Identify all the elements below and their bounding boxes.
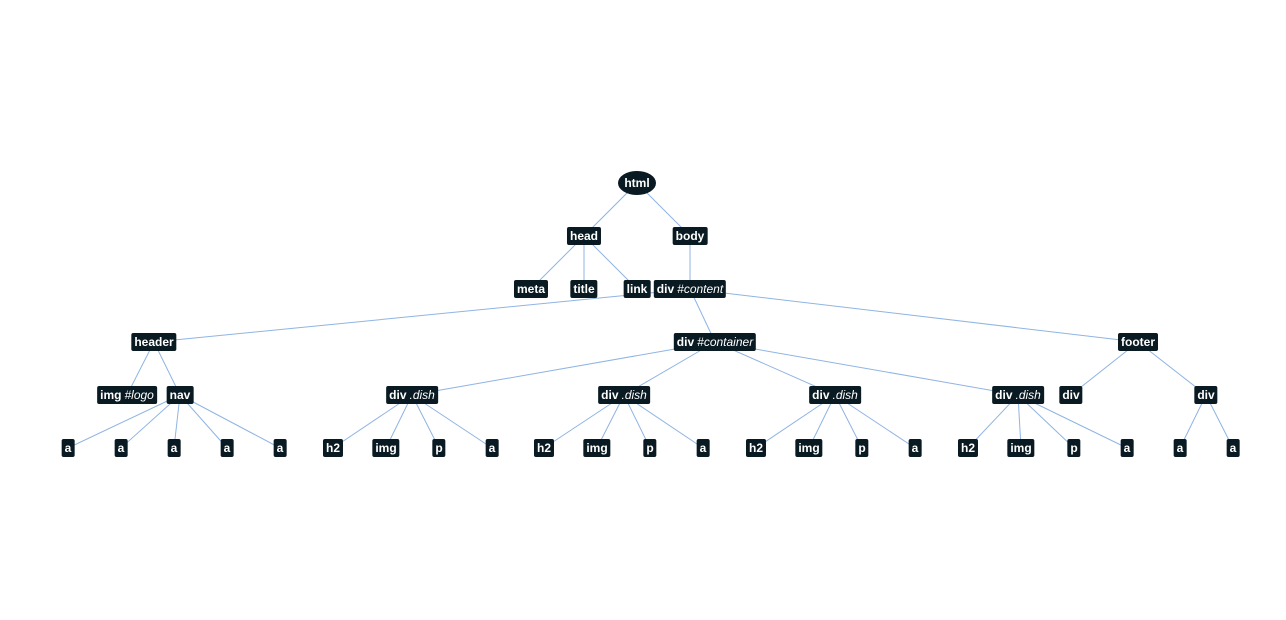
node-selector-label: .dish — [832, 388, 858, 402]
tree-node-d1_a: a — [485, 439, 499, 457]
node-tag-label: a — [911, 441, 919, 455]
tree-node-footer: footer — [1118, 333, 1158, 351]
node-tag-label: head — [569, 229, 599, 243]
node-tag-label: a — [170, 441, 178, 455]
tree-node-header: header — [131, 333, 177, 351]
node-tag-label: h2 — [748, 441, 764, 455]
node-selector-label: .dish — [621, 388, 647, 402]
node-tag-label: div — [995, 388, 1013, 402]
tree-node-d1_p: p — [432, 439, 446, 457]
tree-node-fdiv1: div — [1059, 386, 1083, 404]
tree-node-body: body — [672, 227, 708, 245]
node-tag-label: a — [488, 441, 496, 455]
tree-node-d2_img: img — [583, 439, 611, 457]
node-tag-label: footer — [1121, 335, 1155, 349]
node-tag-label: p — [646, 441, 654, 455]
node-tag-label: a — [1176, 441, 1184, 455]
node-tag-label: div — [601, 388, 619, 402]
node-tag-label: div — [656, 282, 675, 296]
tree-node-d1_h2: h2 — [322, 439, 344, 457]
tree-node-title: title — [570, 280, 598, 298]
node-tag-label: a — [223, 441, 231, 455]
node-selector-label: #logo — [124, 388, 154, 402]
node-tag-label: div — [1197, 388, 1215, 402]
node-tag-label: nav — [169, 388, 191, 402]
tree-node-container: div#container — [673, 333, 757, 351]
node-tag-label: div — [389, 388, 407, 402]
node-tag-label: p — [435, 441, 443, 455]
tree-edge-content-header — [153, 288, 691, 343]
node-tag-label: img — [100, 388, 122, 402]
tree-node-dish4: div.dish — [992, 386, 1044, 404]
tree-node-html: html — [618, 171, 656, 195]
node-tag-label: div — [812, 388, 830, 402]
tree-node-f_a2: a — [1226, 439, 1240, 457]
tree-node-d4_p: p — [1067, 439, 1081, 457]
tree-node-nav_a5: a — [273, 439, 287, 457]
tree-node-d4_h2: h2 — [957, 439, 979, 457]
node-tag-label: meta — [516, 282, 546, 296]
tree-node-logo: img#logo — [97, 386, 157, 404]
node-selector-label: #container — [697, 335, 754, 349]
tree-edge-nav-nav_a5 — [179, 394, 281, 449]
tree-node-dish3: div.dish — [809, 386, 861, 404]
node-tag-label: p — [1070, 441, 1078, 455]
tree-edge-container-dish4 — [714, 341, 1019, 396]
tree-edge-container-dish1 — [411, 341, 716, 396]
node-tag-label: h2 — [325, 441, 341, 455]
node-tag-label: title — [573, 282, 595, 296]
node-selector-label: #content — [677, 282, 724, 296]
node-tag-label: link — [626, 282, 648, 296]
node-tag-label: div — [1062, 388, 1080, 402]
tree-node-content: div#content — [653, 280, 727, 298]
node-tag-label: body — [675, 229, 705, 243]
node-tag-label: header — [134, 335, 174, 349]
tree-node-d1_img: img — [372, 439, 400, 457]
node-tag-label: h2 — [960, 441, 976, 455]
tree-node-nav_a2: a — [114, 439, 128, 457]
tree-node-f_a1: a — [1173, 439, 1187, 457]
node-tag-label: img — [1010, 441, 1032, 455]
tree-node-nav_a4: a — [220, 439, 234, 457]
tree-node-d3_a: a — [908, 439, 922, 457]
tree-edge-content-footer — [689, 288, 1139, 343]
tree-edge-nav-nav_a1 — [67, 394, 181, 449]
tree-node-d3_img: img — [795, 439, 823, 457]
node-tag-label: h2 — [536, 441, 552, 455]
tree-node-head: head — [566, 227, 602, 245]
tree-node-nav_a1: a — [61, 439, 75, 457]
node-tag-label: img — [798, 441, 820, 455]
tree-node-dish2: div.dish — [598, 386, 650, 404]
tree-node-d3_p: p — [855, 439, 869, 457]
tree-node-meta: meta — [513, 280, 549, 298]
tree-node-d3_h2: h2 — [745, 439, 767, 457]
node-tag-label: a — [276, 441, 284, 455]
node-tag-label: html — [624, 176, 650, 190]
node-tag-label: a — [64, 441, 72, 455]
node-tag-label: img — [375, 441, 397, 455]
node-tag-label: div — [676, 335, 695, 349]
tree-node-d4_a: a — [1120, 439, 1134, 457]
tree-node-d2_h2: h2 — [533, 439, 555, 457]
node-selector-label: .dish — [1015, 388, 1041, 402]
tree-node-nav_a3: a — [167, 439, 181, 457]
node-tag-label: a — [1123, 441, 1131, 455]
tree-node-fdiv2: div — [1194, 386, 1218, 404]
tree-node-link: link — [623, 280, 651, 298]
tree-node-nav: nav — [166, 386, 194, 404]
node-tag-label: img — [586, 441, 608, 455]
tree-node-dish1: div.dish — [386, 386, 438, 404]
node-tag-label: a — [699, 441, 707, 455]
tree-node-d2_p: p — [643, 439, 657, 457]
tree-node-d2_a: a — [696, 439, 710, 457]
node-tag-label: p — [858, 441, 866, 455]
node-tag-label: a — [1229, 441, 1237, 455]
node-selector-label: .dish — [409, 388, 435, 402]
tree-node-d4_img: img — [1007, 439, 1035, 457]
node-tag-label: a — [117, 441, 125, 455]
